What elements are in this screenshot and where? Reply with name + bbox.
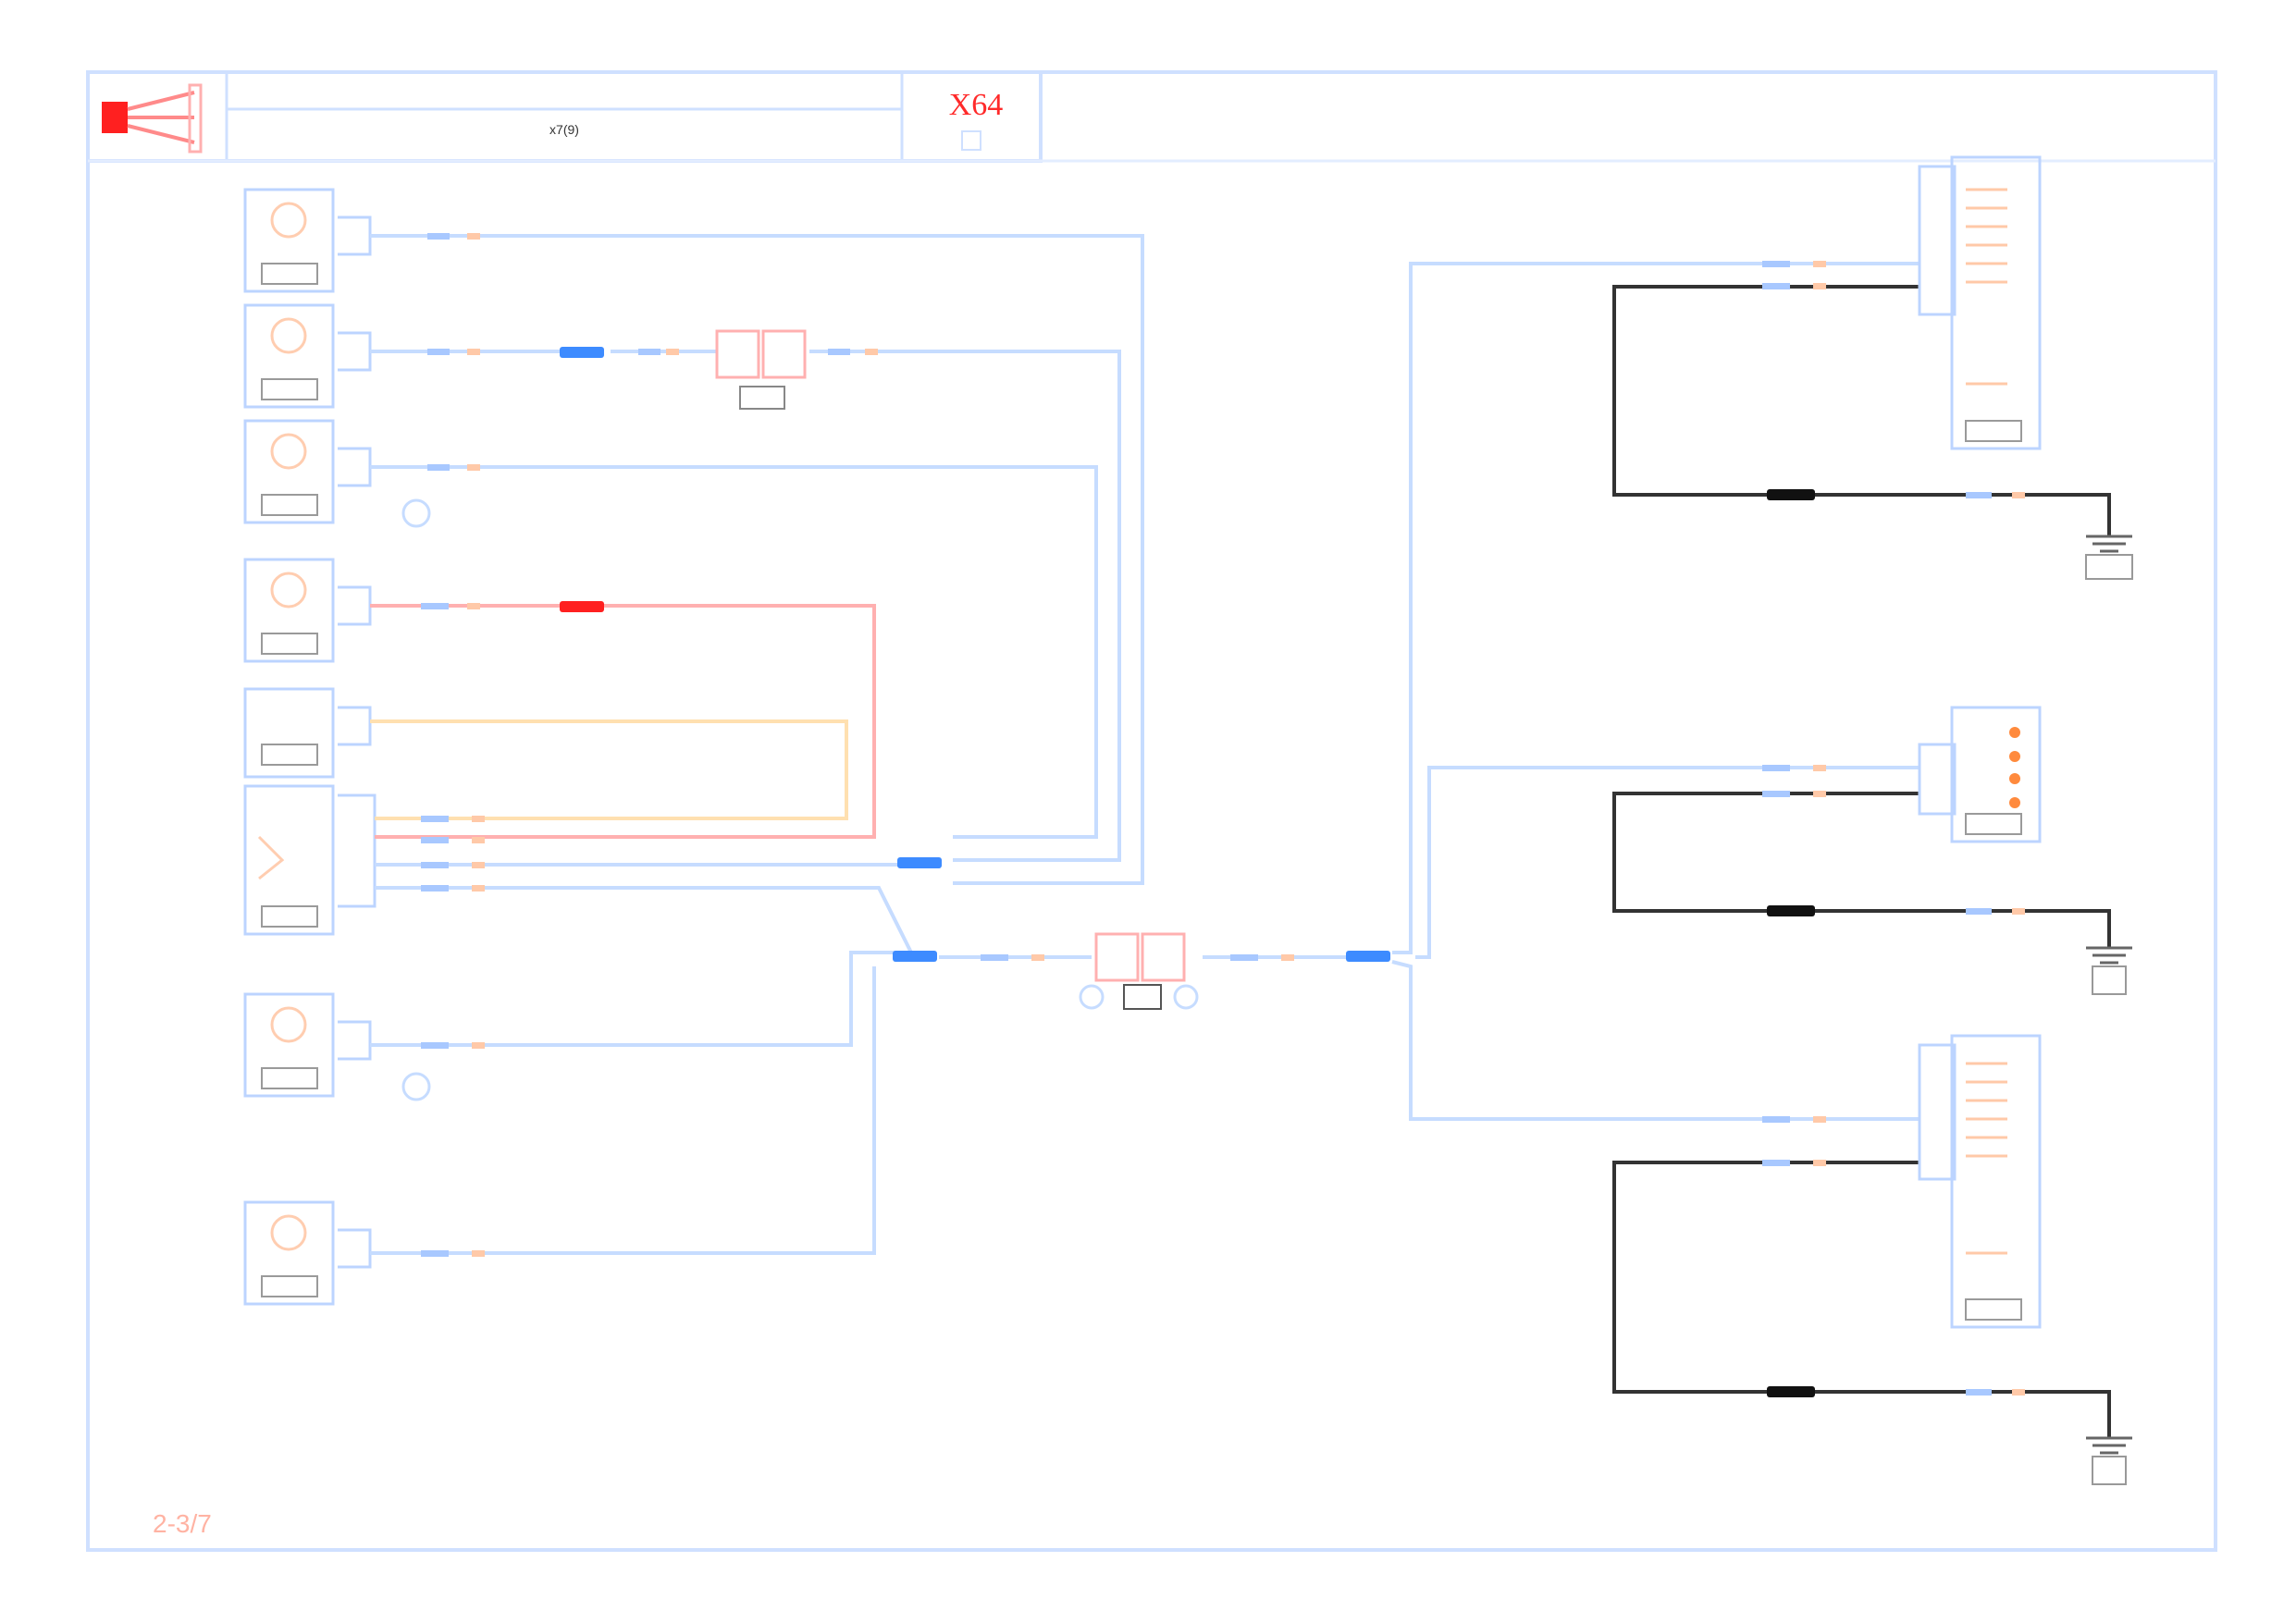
sheet-code: X64 bbox=[948, 88, 1004, 122]
header-caption: x7(9) bbox=[549, 122, 579, 137]
ground-splice-1 bbox=[1767, 489, 1815, 500]
right-component-3 bbox=[1950, 1034, 2042, 1329]
left-connector-pins bbox=[338, 215, 376, 1269]
component-box-7 bbox=[243, 992, 335, 1098]
reference-markers bbox=[401, 498, 1199, 1101]
black-ground-wires bbox=[1612, 285, 2111, 1438]
component-box-2 bbox=[243, 303, 335, 409]
component-box-8 bbox=[243, 1200, 335, 1306]
ground-icon-2 bbox=[2086, 946, 2132, 995]
ground-icon-1 bbox=[2085, 535, 2133, 580]
lamp-icons bbox=[257, 202, 307, 1251]
component-box-5 bbox=[243, 687, 335, 779]
right-component-2 bbox=[1950, 706, 2042, 843]
component-box-6 bbox=[243, 784, 335, 936]
inline-connector-2 bbox=[1094, 932, 1186, 982]
orange-terminal-dots bbox=[2009, 727, 2020, 808]
light-blue-wires bbox=[370, 234, 1351, 1255]
right-component-terminals bbox=[1966, 188, 2007, 1255]
right-wire-label-marks bbox=[1762, 261, 2025, 1396]
right-components bbox=[1918, 155, 2042, 1329]
component-box-3 bbox=[243, 419, 335, 524]
splice-blue-1 bbox=[560, 347, 604, 358]
inline-connector-1-tag bbox=[739, 386, 785, 410]
component-box-1 bbox=[243, 188, 335, 293]
right-component-tags bbox=[1965, 420, 2022, 1321]
component-box-4 bbox=[243, 558, 335, 663]
sheet-frame bbox=[86, 70, 2217, 1552]
splice-blue-4 bbox=[1346, 951, 1390, 962]
splice-blue-2 bbox=[897, 857, 942, 868]
splice-blue-3 bbox=[893, 951, 937, 962]
ground-splice-2 bbox=[1767, 905, 1815, 916]
inline-connector-2-tag bbox=[1123, 984, 1162, 1010]
right-light-blue-wires bbox=[1391, 262, 1920, 1121]
red-wires bbox=[370, 604, 876, 839]
page-number: 2-3/7 bbox=[153, 1509, 212, 1538]
ground-splice-3 bbox=[1767, 1386, 1815, 1397]
battery-connector-icon bbox=[102, 83, 203, 154]
title-block bbox=[86, 70, 2216, 163]
component-tags bbox=[261, 263, 318, 1297]
inline-connector-1 bbox=[715, 329, 807, 379]
splice-red bbox=[560, 601, 604, 612]
left-components bbox=[243, 188, 335, 1306]
right-component-1 bbox=[1950, 155, 2042, 450]
wire-label-marks bbox=[421, 233, 1294, 1257]
ground-icon-3 bbox=[2086, 1436, 2132, 1485]
